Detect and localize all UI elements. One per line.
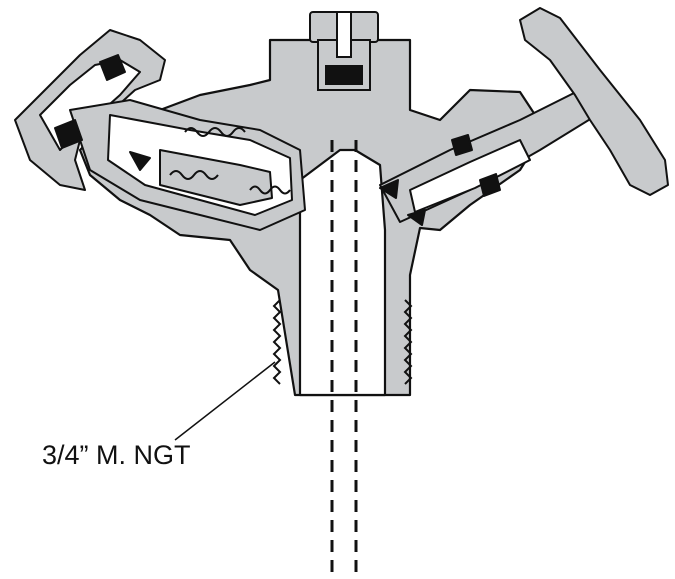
- left-seal-1: [99, 54, 126, 81]
- right-handle-valve-assembly: [379, 7, 669, 226]
- right-seal-1: [451, 134, 473, 156]
- thread-size-label: 3/4” M. NGT: [42, 440, 191, 470]
- left-seal-2: [54, 119, 83, 149]
- top-seal: [325, 65, 363, 85]
- main-body: [78, 38, 547, 397]
- left-seal-3: [129, 151, 151, 171]
- left-relief-valve-assembly: [14, 29, 306, 231]
- right-seal-2: [479, 173, 501, 197]
- right-seal-3: [379, 179, 399, 199]
- callout-leader-line: [174, 361, 276, 441]
- dip-tube: [330, 140, 358, 579]
- left-spring: [169, 127, 291, 195]
- right-seal-4: [407, 209, 426, 226]
- bottom-threads: [272, 299, 413, 385]
- top-plug-assembly: [309, 11, 379, 91]
